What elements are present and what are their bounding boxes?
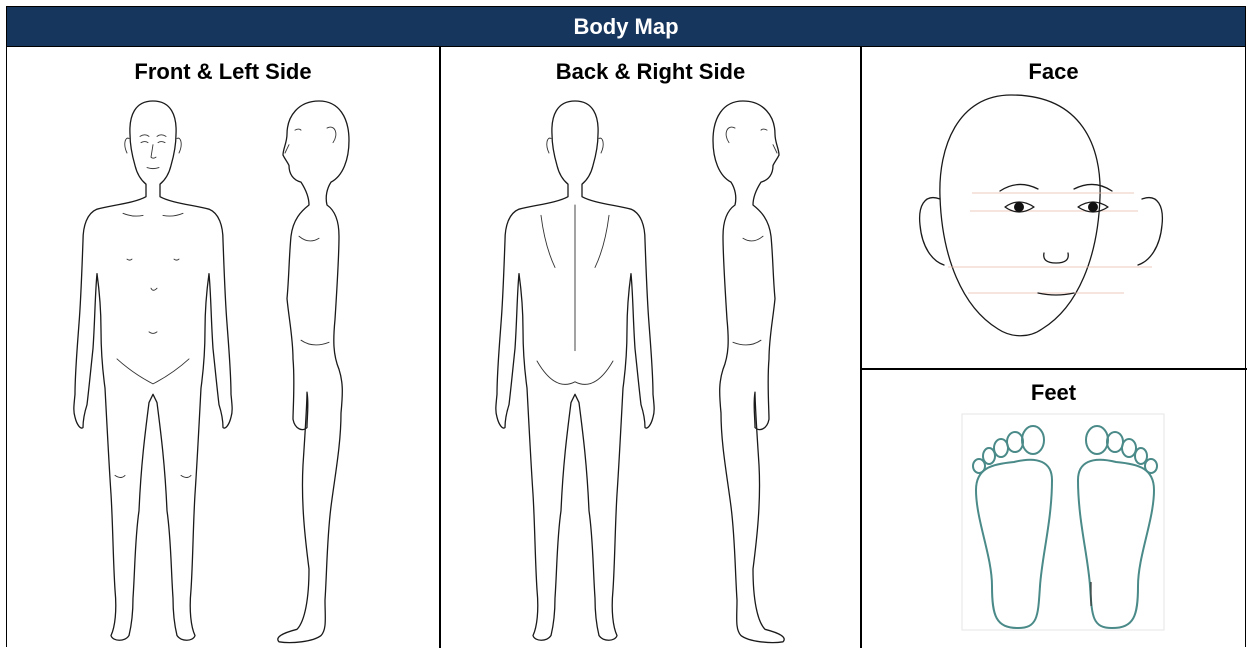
left-foot-outline — [973, 426, 1052, 628]
back-body-figure — [496, 101, 654, 640]
face-diagram — [862, 47, 1245, 368]
feet-diagram — [862, 370, 1245, 648]
body-map-sheet: Body Map Front & Left Side Back & Right … — [6, 6, 1246, 647]
back-right-panel[interactable]: Back & Right Side — [441, 47, 860, 648]
back-right-figures — [441, 47, 860, 648]
front-left-figures — [7, 47, 439, 648]
title-bar: Body Map — [7, 7, 1245, 47]
feet-panel[interactable]: Feet — [862, 370, 1245, 648]
front-body-figure — [74, 101, 232, 640]
left-side-body-figure — [278, 101, 349, 643]
face-panel[interactable]: Face — [862, 47, 1245, 368]
right-side-body-figure — [713, 101, 784, 643]
front-left-panel[interactable]: Front & Left Side — [7, 47, 439, 648]
page-title: Body Map — [573, 14, 678, 40]
right-foot-outline — [1078, 426, 1157, 628]
